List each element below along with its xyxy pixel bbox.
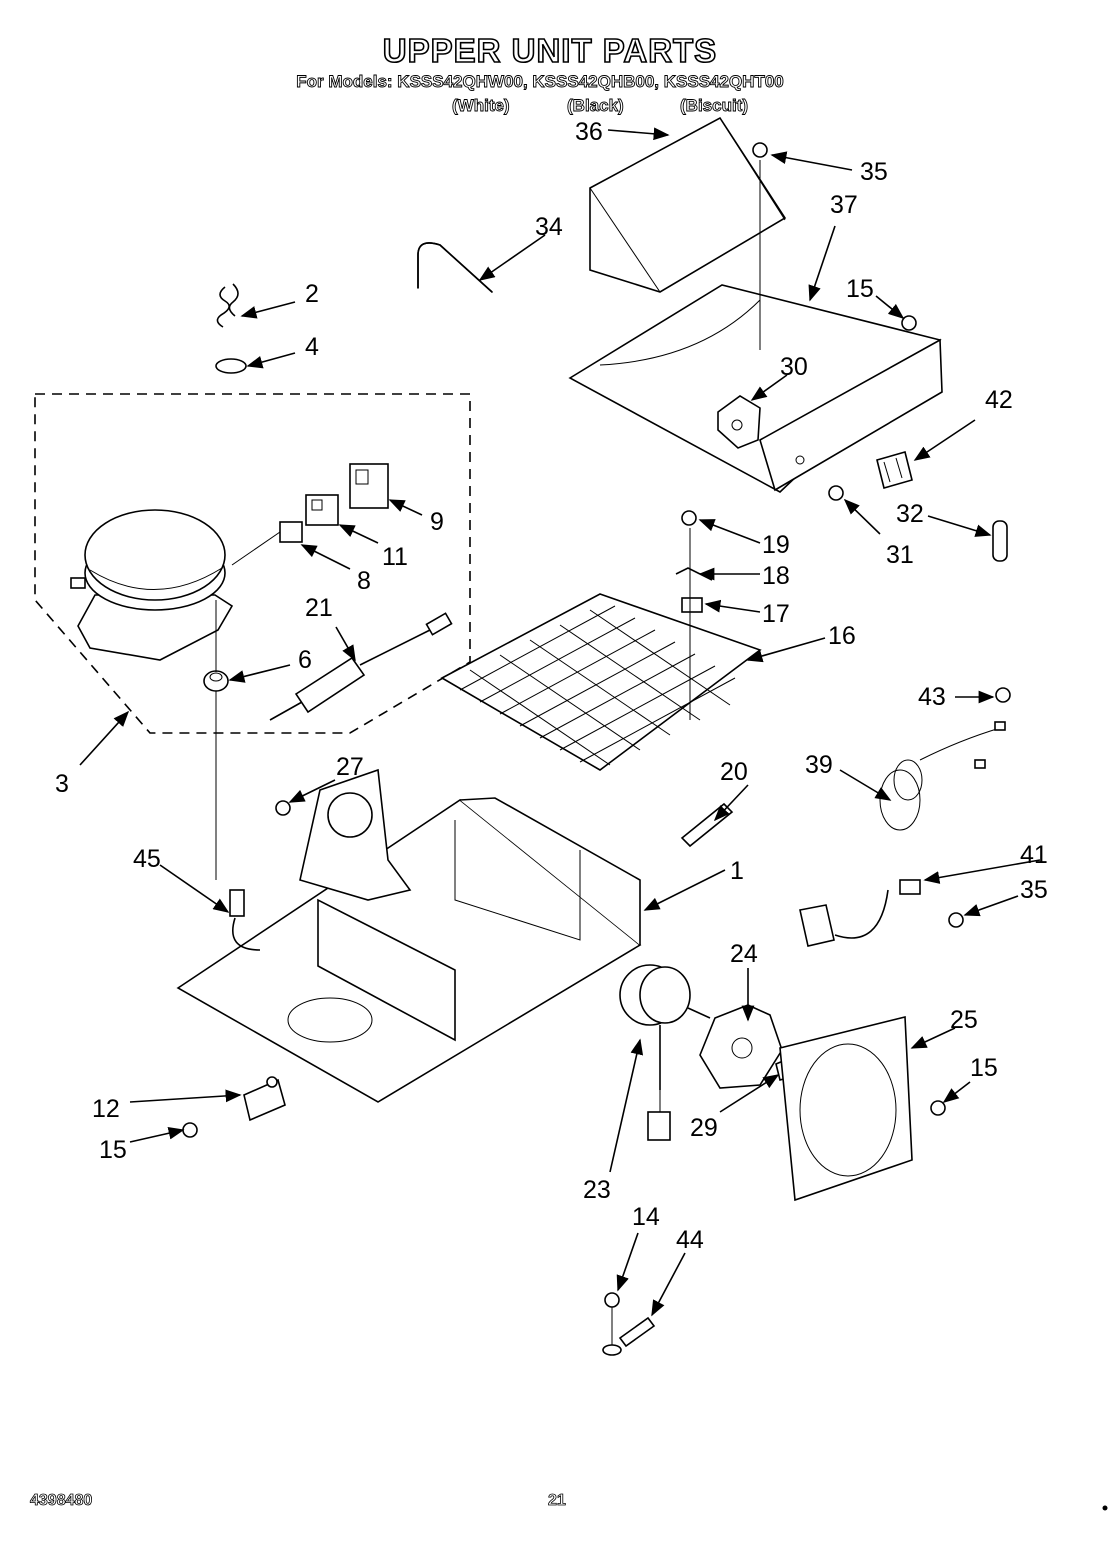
- grommet-part: [215, 358, 247, 374]
- cord-clamp-part: [899, 879, 921, 895]
- callout-4: 4: [305, 333, 319, 361]
- clip-part: [216, 283, 239, 328]
- screw-27: [275, 800, 291, 816]
- wire-harness-part: [229, 889, 261, 951]
- callout-9: 9: [430, 508, 444, 536]
- callout-41: 41: [1020, 841, 1048, 869]
- relay-part: [305, 494, 339, 526]
- color-white: (White): [452, 96, 510, 116]
- callout-17: 17: [762, 600, 790, 628]
- color-biscuit: (Biscuit): [680, 96, 749, 116]
- compressor-kit-outline: [34, 393, 471, 734]
- screw-15-right: [930, 1100, 946, 1116]
- callout-31: 31: [886, 541, 914, 569]
- callout-1: 1: [730, 857, 744, 885]
- page-number: 21: [548, 1492, 567, 1510]
- callout-39: 39: [805, 751, 833, 779]
- callout-27: 27: [336, 753, 364, 781]
- document-number: 4398480: [30, 1492, 93, 1510]
- callout-35: 35: [860, 158, 888, 186]
- terminal-block-part: [876, 451, 913, 489]
- callout-36: 36: [575, 118, 603, 146]
- compressor-part: [70, 509, 234, 661]
- callout-16: 16: [828, 622, 856, 650]
- callout-20: 20: [720, 758, 748, 786]
- callout-19: 19: [762, 531, 790, 559]
- mounting-bracket-part: [299, 768, 412, 901]
- callout-29: 29: [690, 1114, 718, 1142]
- pin-part: [992, 520, 1008, 562]
- callout-2: 2: [305, 280, 319, 308]
- connector-part: [243, 1076, 286, 1122]
- callout-35b: 35: [1020, 876, 1048, 904]
- screw-35-top: [752, 142, 768, 158]
- callout-30: 30: [780, 353, 808, 381]
- callout-14: 14: [632, 1203, 660, 1231]
- callout-3: 3: [55, 770, 69, 798]
- condenser-part: [440, 528, 762, 771]
- page-title: UPPER UNIT PARTS: [382, 31, 718, 70]
- cover-part: [589, 116, 787, 293]
- overload-part: [231, 521, 303, 566]
- base-pan-part: [176, 797, 642, 1103]
- callout-37: 37: [830, 191, 858, 219]
- callout-8: 8: [357, 567, 371, 595]
- bracket-17-part: [681, 597, 703, 613]
- fan-blade-part: [699, 1004, 783, 1089]
- corner-mark: [1102, 1505, 1108, 1511]
- screw-15-top: [901, 315, 917, 331]
- callout-34: 34: [535, 213, 563, 241]
- callout-11: 11: [382, 543, 408, 571]
- callout-6: 6: [298, 646, 312, 674]
- callout-12: 12: [92, 1095, 120, 1123]
- callout-24: 24: [730, 940, 758, 968]
- callout-23: 23: [583, 1176, 611, 1204]
- screw-35-right: [948, 912, 964, 928]
- callout-45: 45: [133, 845, 161, 873]
- callout-32: 32: [896, 500, 924, 528]
- bracket-part: [717, 395, 761, 449]
- callout-labels: 36 35 37 15 30 42 31 32 34 2 4 9 11 8 21…: [55, 118, 1048, 1254]
- fan-motor-part: [619, 964, 711, 1141]
- model-numbers: For Models: KSSS42QHW00, KSSS42QHB00, KS…: [296, 72, 784, 92]
- callout-15b: 15: [970, 1054, 998, 1082]
- screw-15-left: [182, 1122, 198, 1138]
- callout-44: 44: [676, 1226, 704, 1254]
- relay-cover-part: [349, 463, 389, 509]
- leader-lines: [79, 127, 1041, 1317]
- callout-42: 42: [985, 386, 1013, 414]
- screw-19: [681, 510, 697, 526]
- screw-43: [995, 687, 1011, 703]
- drain-hose-part: [417, 242, 493, 293]
- screw-31: [828, 485, 844, 501]
- callout-21: 21: [305, 594, 333, 622]
- callout-43: 43: [918, 683, 946, 711]
- color-black: (Black): [567, 96, 625, 116]
- callout-25: 25: [950, 1006, 978, 1034]
- power-cord-part: [799, 721, 1006, 947]
- strap-44-part: [618, 1316, 656, 1348]
- screw-14: [604, 1292, 620, 1308]
- callout-15c: 15: [99, 1136, 127, 1164]
- callout-18: 18: [762, 562, 790, 590]
- drier-part: [269, 612, 453, 721]
- shroud-part: [779, 1015, 913, 1202]
- compressor-grommet-part: [203, 670, 229, 692]
- callout-15: 15: [846, 275, 874, 303]
